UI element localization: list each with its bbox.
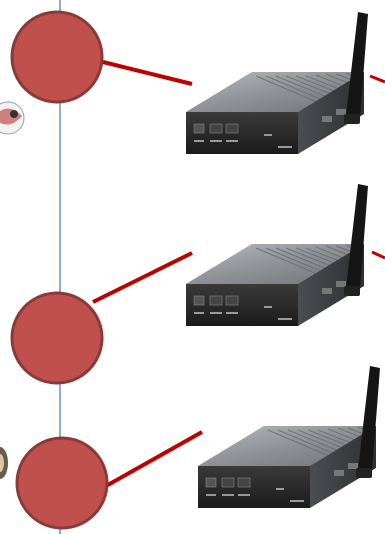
- connector-stub-2: [372, 252, 385, 258]
- connector-line-1: [103, 62, 192, 84]
- device-1-icon: [186, 12, 368, 154]
- node-circle-3: [17, 438, 107, 528]
- device-3-icon: [198, 366, 380, 508]
- node-circle-2: [12, 293, 102, 383]
- side-decoration-top: [0, 102, 24, 134]
- node-circle-1: [12, 12, 102, 102]
- device-2-icon: [186, 184, 368, 326]
- connector-stub-1: [370, 76, 385, 82]
- connector-line-2: [93, 253, 192, 302]
- side-decoration-bottom: [0, 447, 8, 479]
- connector-line-3: [106, 432, 202, 486]
